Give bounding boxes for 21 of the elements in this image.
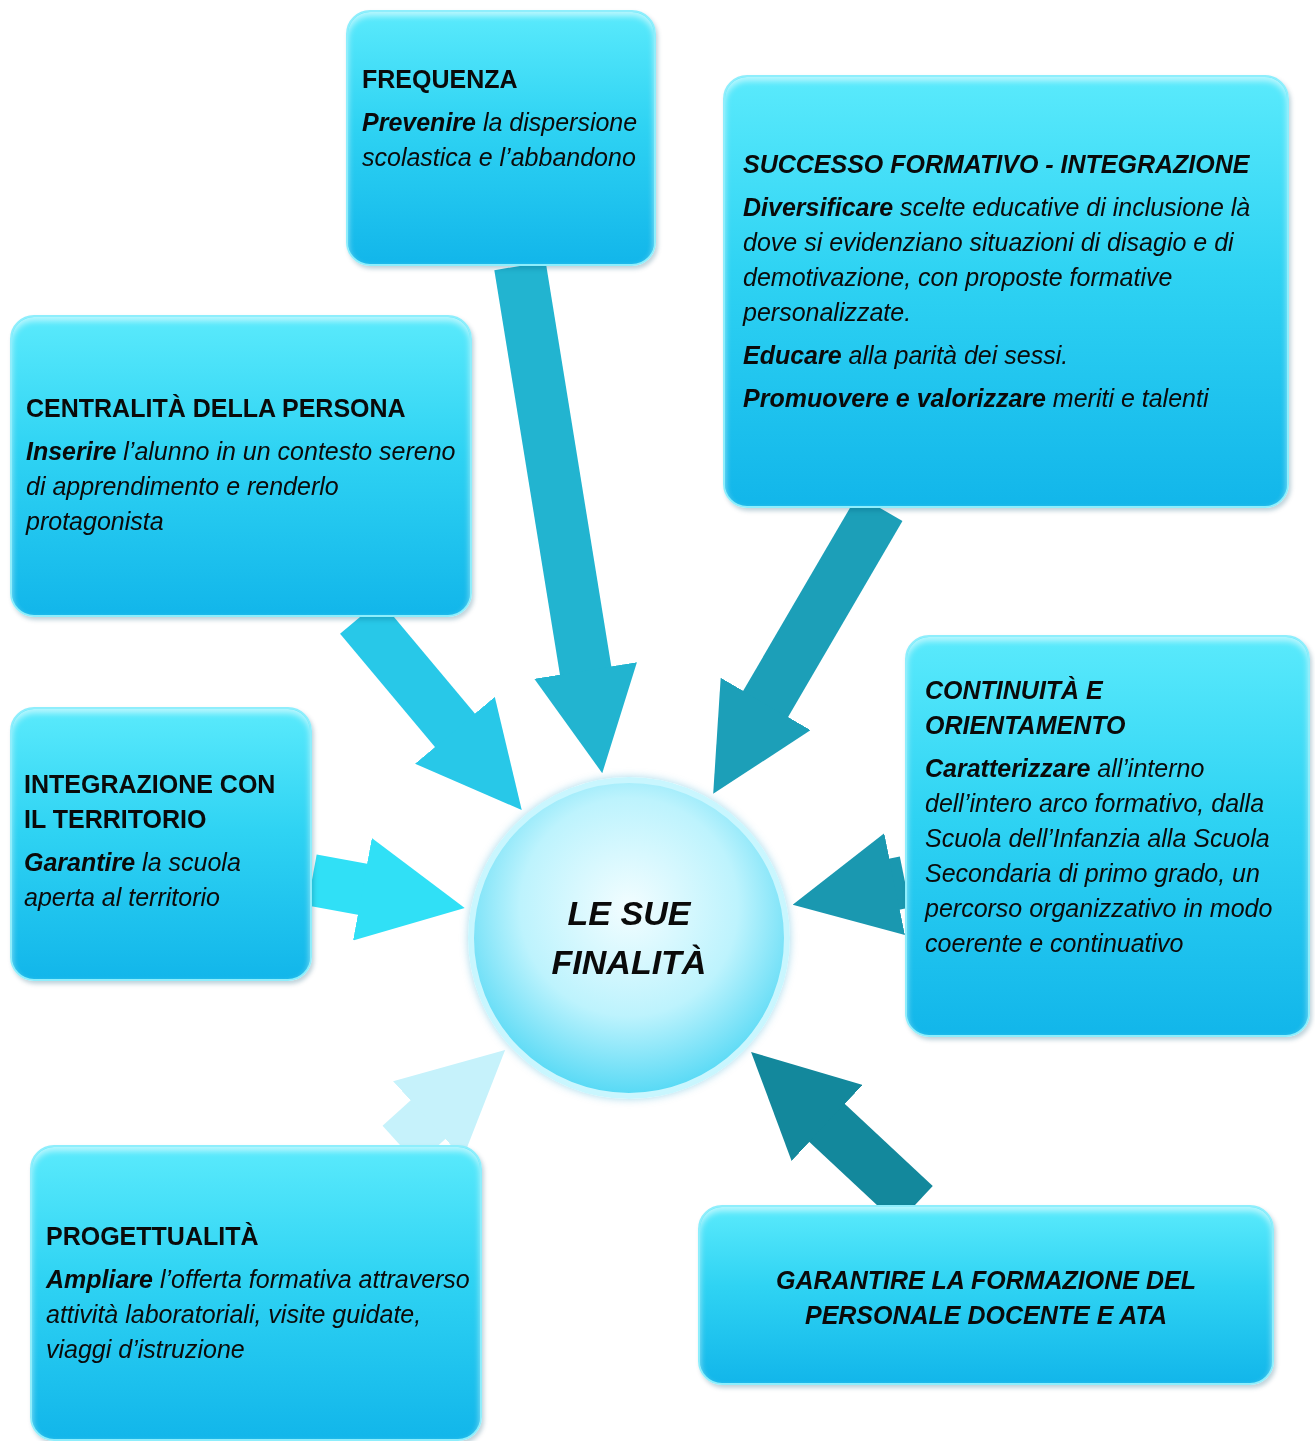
info-box — [723, 75, 1289, 508]
box-text: Diversificare scelte educative di inclusione là dove si evidenziano situazioni di disagio e di demotivazione, con proposte formative personalizzate. — [743, 192, 1252, 328]
box-text: Prevenire la dispersione scolastica e l’abbandono — [362, 107, 639, 173]
info-box — [905, 635, 1310, 1037]
box-heading: SUCCESSO FORMATIVO - INTEGRAZIONE — [743, 149, 1251, 180]
box-text: Caratterizzare all’interno dell’intero arco formativo, dalla Scuola dell’Infanzia alla Scuola Secondaria di primo grado, un percorso organizzativo in modo coerente e continuativo — [925, 753, 1274, 959]
box-heading: FREQUENZA — [362, 64, 519, 95]
box-text: Ampliare l’offerta formativa attraverso attività laboratoriali, visite guidate, viaggi d’istruzione — [46, 1264, 471, 1365]
info-box — [698, 1205, 1274, 1385]
box-heading: CENTRALITÀ DELLA PERSONA — [26, 393, 407, 424]
info-box — [10, 707, 312, 981]
info-box — [30, 1145, 482, 1441]
circle-label: LE SUE FINALITÀ — [550, 892, 708, 983]
box-text: Promuovere e valorizzare meriti e talenti — [743, 383, 1210, 414]
box-heading: PROGETTUALITÀ — [46, 1221, 260, 1252]
box-text: Inserire l’alunno in un contesto sereno di apprendimento e renderlo protagonista — [26, 436, 457, 537]
box-heading: GARANTIRE LA FORMAZIONE DEL PERSONALE DOCENTE E ATA — [775, 1265, 1197, 1331]
box-text: Educare alla parità dei sessi. — [743, 340, 1070, 371]
box-text: Garantire la scuola aperta al territorio — [24, 847, 242, 913]
info-box — [10, 315, 472, 617]
info-box — [346, 10, 656, 266]
